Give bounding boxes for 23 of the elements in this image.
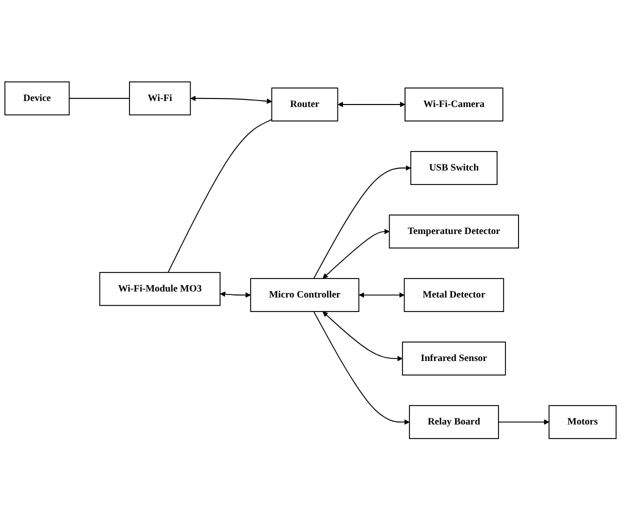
- arrow: [313, 311, 410, 426]
- node-box: USB Switch: [410, 151, 498, 186]
- arrow: [322, 312, 403, 362]
- node-box: Wi-Fi: [129, 82, 191, 116]
- node-box: Router: [271, 88, 338, 122]
- node-box: Wi-Fi-Module MO3: [99, 272, 221, 306]
- arrow: [498, 420, 550, 426]
- node-box: Device: [4, 82, 70, 116]
- node-box: Wi-Fi-Camera: [404, 88, 504, 122]
- node-box: Infrared Sensor: [402, 342, 506, 376]
- arrow: [358, 292, 405, 298]
- node-box: Micro Controller: [250, 278, 360, 312]
- node-box: Relay Board: [408, 405, 499, 440]
- arrow: [190, 96, 272, 104]
- arrow: [338, 102, 406, 108]
- arrow: [322, 229, 390, 279]
- node-box: Metal Detector: [404, 278, 504, 312]
- node-box: Temperature Detector: [388, 214, 519, 249]
- connector: [168, 119, 272, 274]
- arrow: [313, 166, 412, 280]
- node-box: Motors: [548, 405, 617, 440]
- arrow: [220, 292, 251, 298]
- connector: [68, 98, 130, 100]
